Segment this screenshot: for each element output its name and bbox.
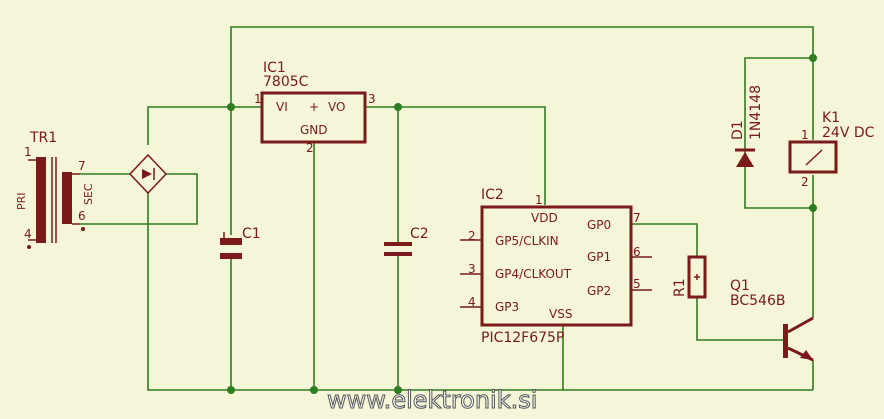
bridge-diamond: [128, 153, 168, 195]
junction-dot: [227, 386, 235, 394]
d1-triangle: [736, 152, 754, 167]
d1-name: D1: [730, 120, 746, 140]
junctions: [227, 54, 817, 394]
watermark-text: www.elektronik.si: [327, 386, 537, 414]
r1-name: R1: [672, 278, 688, 297]
tr1-pin7-label: 7: [78, 159, 86, 173]
k1-coil-mark: [805, 149, 823, 166]
tr1-pri-label: PRI: [15, 192, 28, 210]
k1-name: K1: [822, 110, 840, 126]
ic2-gp3-label: GP3: [495, 300, 519, 314]
ic2-pin5-label: 5: [633, 277, 641, 291]
k1-pin1-label: 1: [801, 128, 809, 142]
tr1-pin4-label: 4: [24, 227, 32, 241]
ic2-pin4-label: 4: [468, 295, 476, 309]
ic2-pin2-label: 2: [468, 229, 476, 243]
ic2-pin7-label: 7: [633, 211, 641, 225]
bridge-diode-icon: [142, 169, 152, 179]
transformer-tr1: TR1 1 4 7 6 PRI SEC: [15, 130, 95, 249]
ground-rail-wire: [147, 193, 813, 391]
microcontroller-ic2: IC2 VDD GP0 GP1 GP2 GP5/CLKIN GP4/CLKOUT…: [460, 187, 652, 346]
ic1-body: [260, 91, 367, 144]
q1-collector: [787, 316, 814, 334]
ic2-vss-label: VSS: [549, 307, 572, 321]
diode-loop-wire: [744, 57, 813, 209]
ic1-vi-label: VI: [276, 100, 288, 114]
junction-dot: [227, 103, 235, 111]
ic2-gp5-label: GP5/CLKIN: [495, 234, 559, 248]
relay-k1: K1 24V DC 1 2: [788, 110, 875, 189]
tr1-pin1-label: 1: [24, 145, 32, 159]
ic1-pin1-label: 1: [254, 92, 262, 106]
q1-name: Q1: [730, 278, 750, 294]
k1-value: 24V DC: [822, 125, 875, 141]
q1-value: BC546B: [730, 293, 785, 309]
ic2-value: PIC12F675P: [481, 330, 564, 346]
ic1-plus-label: +: [309, 100, 319, 114]
regulator-ic1: IC1 7805C VI + VO GND 1 3 2: [254, 60, 376, 155]
tr1-pin6-label: 6: [78, 209, 86, 223]
bridge-plus-wire: [147, 106, 262, 145]
c2-name: C2: [410, 226, 429, 242]
c2-plate-bottom: [384, 252, 412, 256]
ic1-vo-label: VO: [328, 100, 345, 114]
ic2-gp1-label: GP1: [587, 250, 611, 264]
k1-coil: [788, 140, 838, 174]
ic1-name: IC1: [263, 60, 286, 76]
c2-plate-top: [384, 242, 412, 246]
tr1-primary-coil: [36, 157, 46, 243]
ic1-pin2-label: 2: [306, 141, 314, 155]
d1-value: 1N4148: [748, 85, 764, 140]
regulated-5v-wire: [365, 106, 546, 205]
top-supply-wire: [230, 26, 814, 107]
diode-d1: D1 1N4148: [730, 85, 764, 167]
c1-plate-negative: [220, 253, 242, 259]
c1-name: C1: [242, 226, 261, 242]
tr1-sec-label: SEC: [82, 183, 95, 205]
bridge-ac2-wire: [80, 173, 198, 225]
ic2-pin6-label: 6: [633, 245, 641, 259]
ic2-gp0-label: GP0: [587, 218, 611, 232]
wires: [80, 26, 814, 391]
ic2-gp2-label: GP2: [587, 284, 611, 298]
junction-dot: [394, 103, 402, 111]
tr1-secondary-coil: [62, 172, 72, 224]
ic1-pin3-label: 3: [368, 92, 376, 106]
junction-dot: [394, 386, 402, 394]
ic2-vdd-label: VDD: [531, 211, 558, 225]
junction-dot: [809, 204, 817, 212]
q1-base-bar: [783, 324, 788, 358]
ic1-gnd-label: GND: [300, 123, 328, 137]
bridge-rectifier: [128, 153, 168, 195]
c1-plate-positive: [220, 238, 242, 245]
tr1-dot: [27, 245, 31, 249]
ic2-pin3-label: 3: [468, 262, 476, 276]
r1-body: [687, 255, 707, 299]
r1-base-wire: [696, 297, 783, 341]
gp0-wire: [631, 223, 698, 257]
capacitor-c2: C2: [384, 226, 429, 256]
junction-dot: [809, 54, 817, 62]
k1-pin2-label: 2: [801, 175, 809, 189]
capacitor-c1: C1: [220, 226, 261, 259]
ic1-value: 7805C: [263, 74, 309, 90]
resistor-r1: R1: [672, 255, 707, 299]
junction-dot: [310, 386, 318, 394]
tr1-name: TR1: [29, 130, 57, 146]
ic2-body: [480, 205, 633, 327]
q1-emitter-arrow: [800, 350, 813, 360]
tr1-dot: [81, 227, 85, 231]
ic2-gp4-label: GP4/CLKOUT: [495, 267, 572, 281]
transistor-q1: Q1 BC546B: [730, 278, 814, 362]
ic2-pin1-label: 1: [535, 193, 543, 207]
ic2-name: IC2: [481, 187, 504, 203]
